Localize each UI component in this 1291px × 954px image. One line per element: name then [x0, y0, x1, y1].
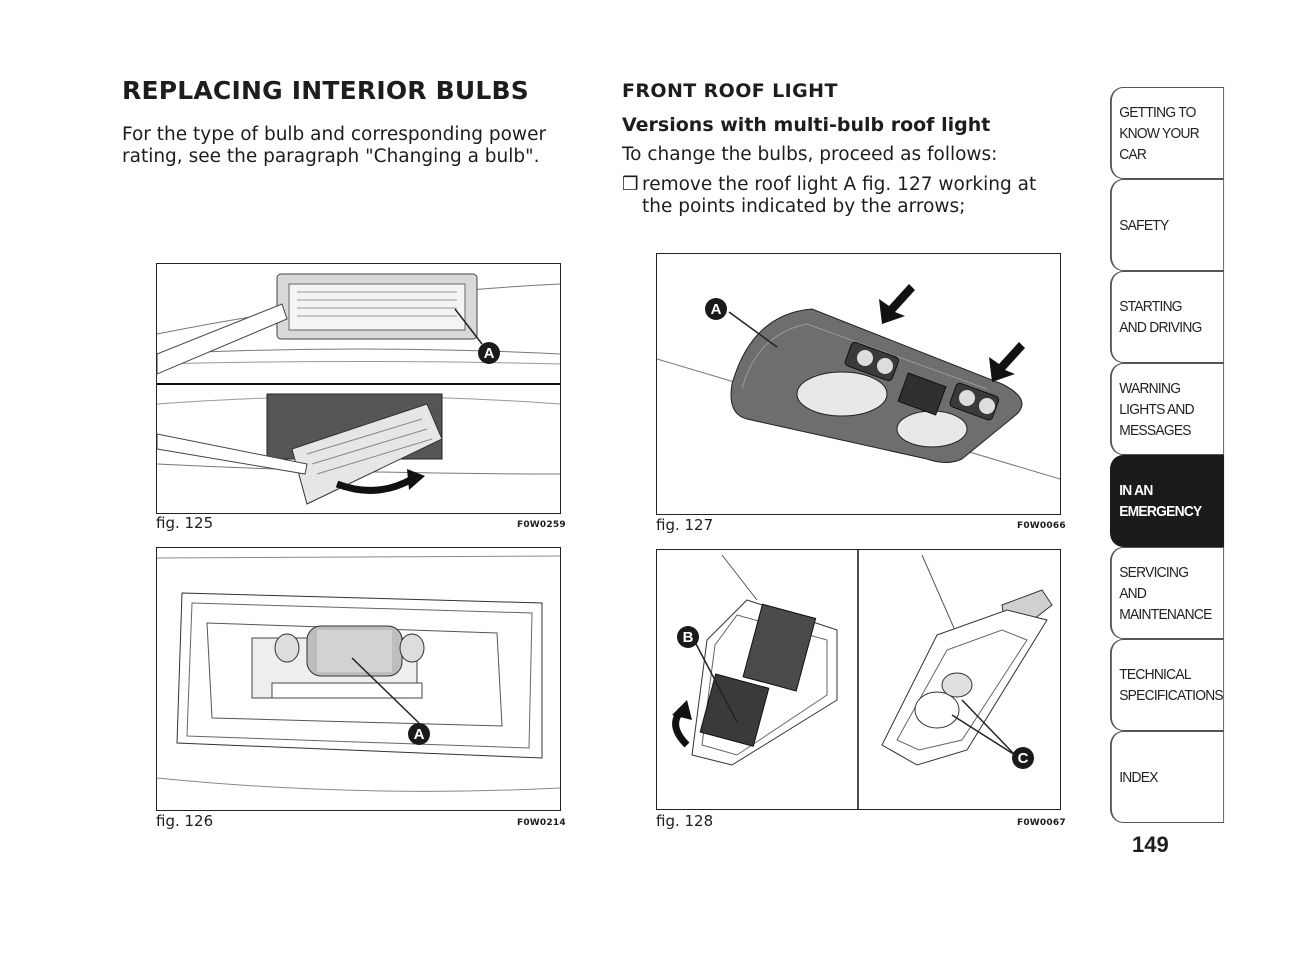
- figure-code: F0W0214: [517, 818, 566, 828]
- page-number: 149: [1132, 832, 1169, 857]
- nav-tab-label: SAFETY: [1119, 216, 1169, 234]
- nav-tab-label: STARTING AND DRIVING: [1119, 298, 1202, 336]
- nav-tab-in-an-emergency[interactable]: IN AN EMERGENCY: [1110, 455, 1225, 547]
- nav-tab-label: TECHNICAL SPECIFICATIONS: [1119, 666, 1223, 704]
- callout-b: B: [677, 626, 699, 648]
- callout-a: A: [408, 723, 430, 745]
- nav-tab-servicing-and-maintenance[interactable]: SERVICING AND MAINTENANCE: [1110, 547, 1225, 639]
- figure-caption: fig. 125: [156, 514, 214, 532]
- nav-tab-label: WARNING LIGHTS AND MESSAGES: [1119, 379, 1194, 439]
- figure-caption: fig. 128: [656, 812, 714, 830]
- nav-tab-label: GETTING TO KNOW YOUR CAR: [1119, 103, 1200, 163]
- licence-plate-light-illustration: [157, 273, 560, 505]
- figure-caption: fig. 127: [656, 516, 714, 534]
- bullet-text: remove the roof light A fig. 127 working…: [642, 174, 1037, 217]
- nav-tab-warning-lights-and-messages[interactable]: WARNING LIGHTS AND MESSAGES: [1110, 363, 1225, 455]
- nav-tab-label: INDEX: [1119, 768, 1158, 786]
- instructions-intro: To change the bulbs, proceed as follows:: [622, 144, 998, 165]
- callout-a: A: [478, 342, 500, 364]
- figure-128: B C: [656, 549, 1061, 810]
- instruction-bullet: ❒ remove the roof light A fig. 127 worki…: [622, 174, 1072, 218]
- nav-tab-safety[interactable]: SAFETY: [1110, 179, 1225, 271]
- callout-a: A: [705, 298, 727, 320]
- callout-c: C: [1012, 747, 1034, 769]
- nav-tab-label: IN AN EMERGENCY: [1119, 482, 1202, 520]
- nav-tab-technical-specifications[interactable]: TECHNICAL SPECIFICATIONS: [1110, 639, 1225, 731]
- figure-126: A: [156, 547, 561, 811]
- checkbox-bullet-icon: ❒: [622, 174, 639, 195]
- subsection-subtitle: Versions with multi-bulb roof light: [622, 114, 991, 136]
- figure-127: A: [656, 253, 1061, 515]
- bulb-holder-illustration: [157, 555, 560, 792]
- figure-125: A: [156, 263, 561, 514]
- intro-paragraph: For the type of bulb and corresponding p…: [122, 124, 547, 167]
- figure-code: F0W0259: [517, 520, 566, 530]
- figure-code: F0W0066: [1017, 521, 1066, 531]
- nav-tab-starting-and-driving[interactable]: STARTING AND DRIVING: [1110, 271, 1225, 363]
- nav-tab-label: SERVICING AND MAINTENANCE: [1119, 563, 1212, 623]
- section-title: REPLACING INTERIOR BULBS: [122, 76, 529, 105]
- roof-light-illustration: [657, 284, 1060, 480]
- figure-code: F0W0067: [1017, 818, 1066, 828]
- roof-light-bulb-illustration: [672, 550, 1053, 809]
- subsection-title: FRONT ROOF LIGHT: [622, 80, 838, 102]
- figure-caption: fig. 126: [156, 812, 214, 830]
- nav-tab-index[interactable]: INDEX: [1110, 731, 1225, 823]
- nav-tab-getting-to-know-your-car[interactable]: GETTING TO KNOW YOUR CAR: [1110, 87, 1225, 179]
